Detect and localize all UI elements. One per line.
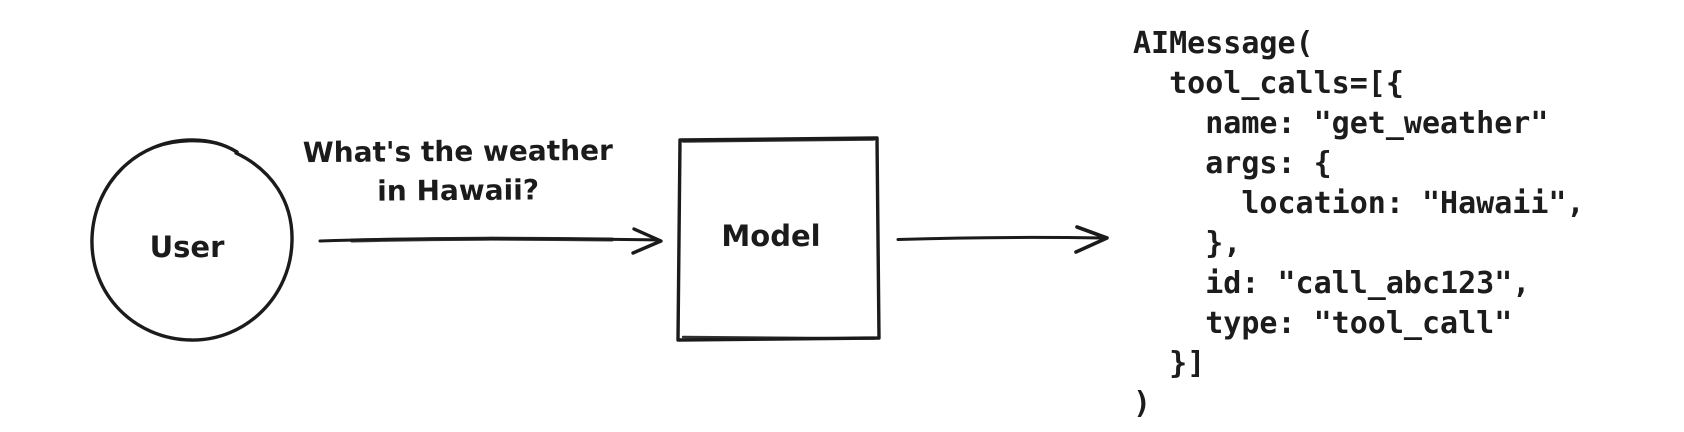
user-node-label: User (149, 230, 225, 264)
request-message-line2: in Hawaii? (377, 173, 540, 208)
output-arrow (896, 225, 1109, 254)
request-arrow (318, 227, 663, 255)
ai-message-code: AIMessage( tool_calls=[{ name: "get_weat… (1133, 26, 1585, 421)
request-message-label: What's the weather in Hawaii? (303, 131, 614, 211)
user-circle-shape (90, 138, 294, 342)
request-message-line1: What's the weather (302, 133, 613, 170)
model-node-label: Model (721, 219, 821, 253)
model-box-shape (676, 136, 881, 342)
